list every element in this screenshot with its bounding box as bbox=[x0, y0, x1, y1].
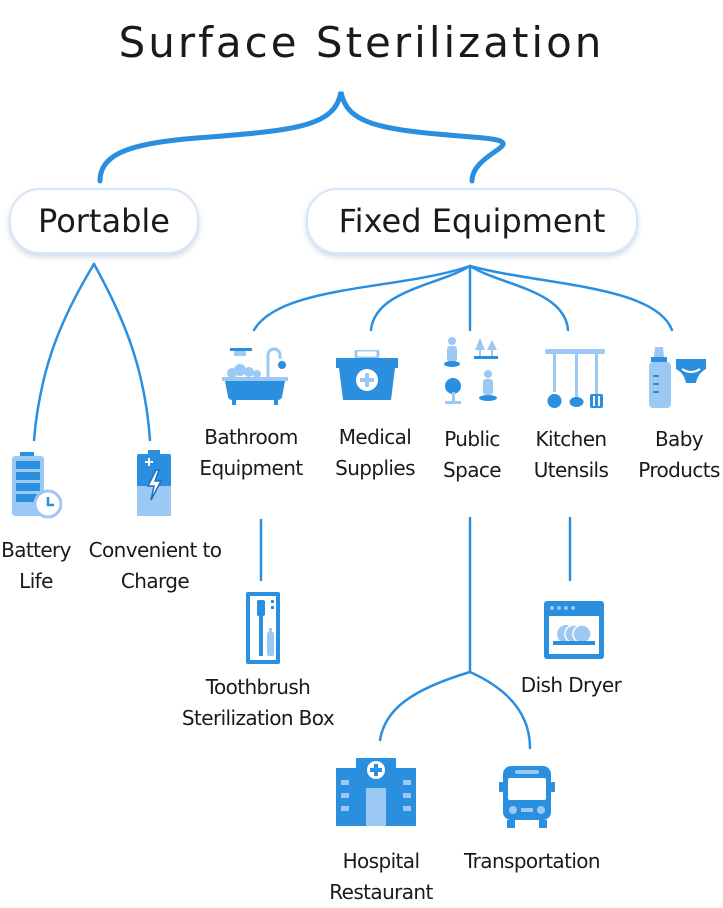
bathtub-icon bbox=[222, 345, 288, 409]
bus-icon bbox=[499, 766, 555, 832]
toothbrush-box-icon bbox=[246, 592, 280, 668]
fixed-equipment-node: Fixed Equipment bbox=[306, 188, 638, 254]
medical-kit-icon bbox=[336, 348, 398, 406]
baby-bottle-icon bbox=[646, 347, 708, 415]
battery-charge-icon bbox=[137, 450, 173, 516]
medical-supplies-label: Medical Supplies bbox=[335, 425, 415, 480]
hospital-restaurant-label: Hospital Restaurant bbox=[329, 849, 433, 904]
public-space-icon bbox=[440, 336, 502, 412]
battery-clock-icon bbox=[10, 452, 63, 524]
portable-node: Portable bbox=[9, 188, 199, 254]
transportation-label: Transportation bbox=[463, 849, 601, 873]
toothbrush-box-label: Toothbrush Sterilization Box bbox=[181, 675, 335, 730]
convenient-to-charge-label: Convenient to Charge bbox=[88, 538, 222, 593]
portable-label: Portable bbox=[38, 202, 170, 240]
kitchen-utensils-icon bbox=[543, 346, 609, 414]
public-space-label: Public Space bbox=[443, 427, 502, 482]
dish-dryer-label: Dish Dryer bbox=[520, 673, 622, 697]
bathroom-equipment-label: Bathroom Equipment bbox=[199, 425, 303, 480]
page-title: Surface Sterilization bbox=[118, 18, 605, 67]
fixed-equipment-label: Fixed Equipment bbox=[338, 202, 606, 240]
kitchen-utensils-label: Kitchen Utensils bbox=[533, 427, 609, 482]
battery-life-label: Battery Life bbox=[1, 538, 71, 593]
hospital-icon bbox=[336, 758, 416, 830]
dish-dryer-icon bbox=[544, 601, 604, 663]
baby-products-label: Baby Products bbox=[638, 427, 720, 482]
